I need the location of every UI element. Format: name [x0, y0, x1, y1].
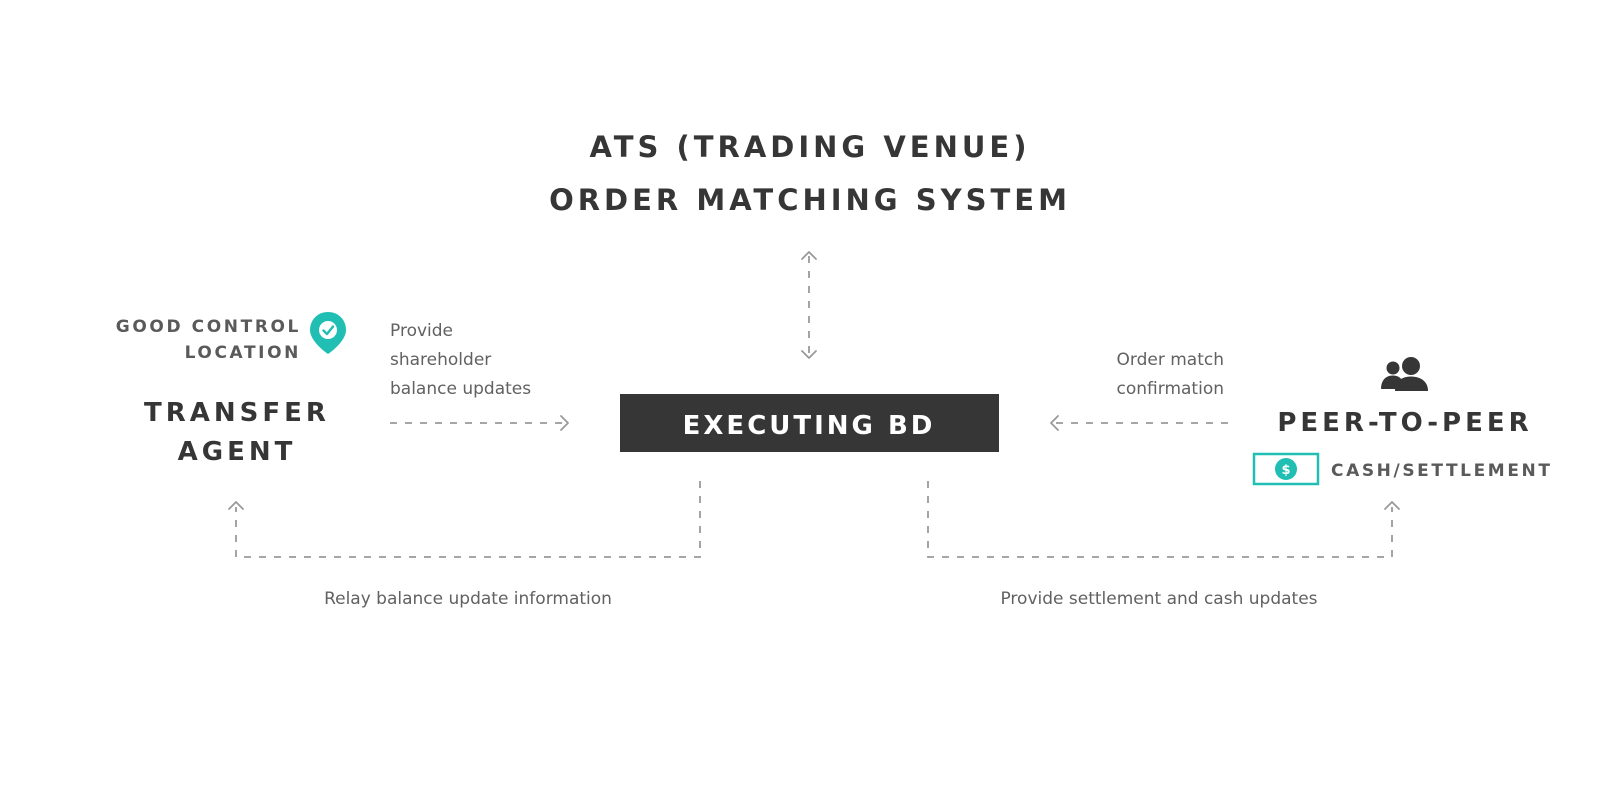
left-top-note-line3: balance updates	[390, 379, 531, 399]
transfer-agent-node: GOOD CONTROL LOCATION TRANSFER AGENT	[116, 312, 346, 467]
settlement-updates-connector	[927, 481, 1400, 558]
left-top-note-line1: Provide	[390, 321, 453, 341]
arrow-up-icon	[801, 251, 817, 260]
right-to-center-arrow	[1050, 415, 1228, 431]
header-title-line1: ATS (TRADING VENUE)	[590, 130, 1031, 164]
transfer-agent-title-line2: AGENT	[178, 437, 297, 467]
transfer-agent-title-line1: TRANSFER	[144, 398, 330, 428]
arrow-up-icon	[228, 501, 244, 510]
executing-bd-label: EXECUTING BD	[683, 411, 936, 441]
header-title-line2: ORDER MATCHING SYSTEM	[549, 183, 1071, 217]
settlement-updates-label: Provide settlement and cash updates	[1000, 589, 1317, 609]
left-to-center-arrow	[390, 415, 569, 431]
location-check-icon	[310, 312, 346, 354]
cash-settlement-label: CASH/SETTLEMENT	[1331, 461, 1553, 481]
svg-text:$: $	[1281, 463, 1290, 478]
left-top-note-line2: shareholder	[390, 350, 491, 370]
executing-bd-node: EXECUTING BD	[620, 394, 999, 452]
arrow-up-icon	[1384, 501, 1400, 510]
relay-balance-label: Relay balance update information	[324, 589, 612, 609]
users-icon	[1381, 357, 1428, 391]
good-control-label-line1: GOOD CONTROL	[116, 317, 301, 337]
relay-balance-connector	[228, 481, 701, 558]
executing-bd-box	[620, 394, 999, 452]
dollar-bill-icon: $	[1252, 452, 1320, 486]
right-top-note-line1: Order match	[1117, 350, 1224, 370]
arrow-down-icon	[801, 350, 817, 359]
peer-to-peer-node: PEER-TO-PEER $ CASH/SETTLEMENT	[1252, 357, 1553, 486]
peer-to-peer-title: PEER-TO-PEER	[1277, 408, 1532, 438]
arrow-left-icon	[1050, 415, 1059, 431]
ats-connector	[801, 251, 817, 359]
right-top-note-line2: confirmation	[1117, 379, 1224, 399]
good-control-label-line2: LOCATION	[185, 343, 301, 363]
arrow-right-icon	[560, 415, 569, 431]
